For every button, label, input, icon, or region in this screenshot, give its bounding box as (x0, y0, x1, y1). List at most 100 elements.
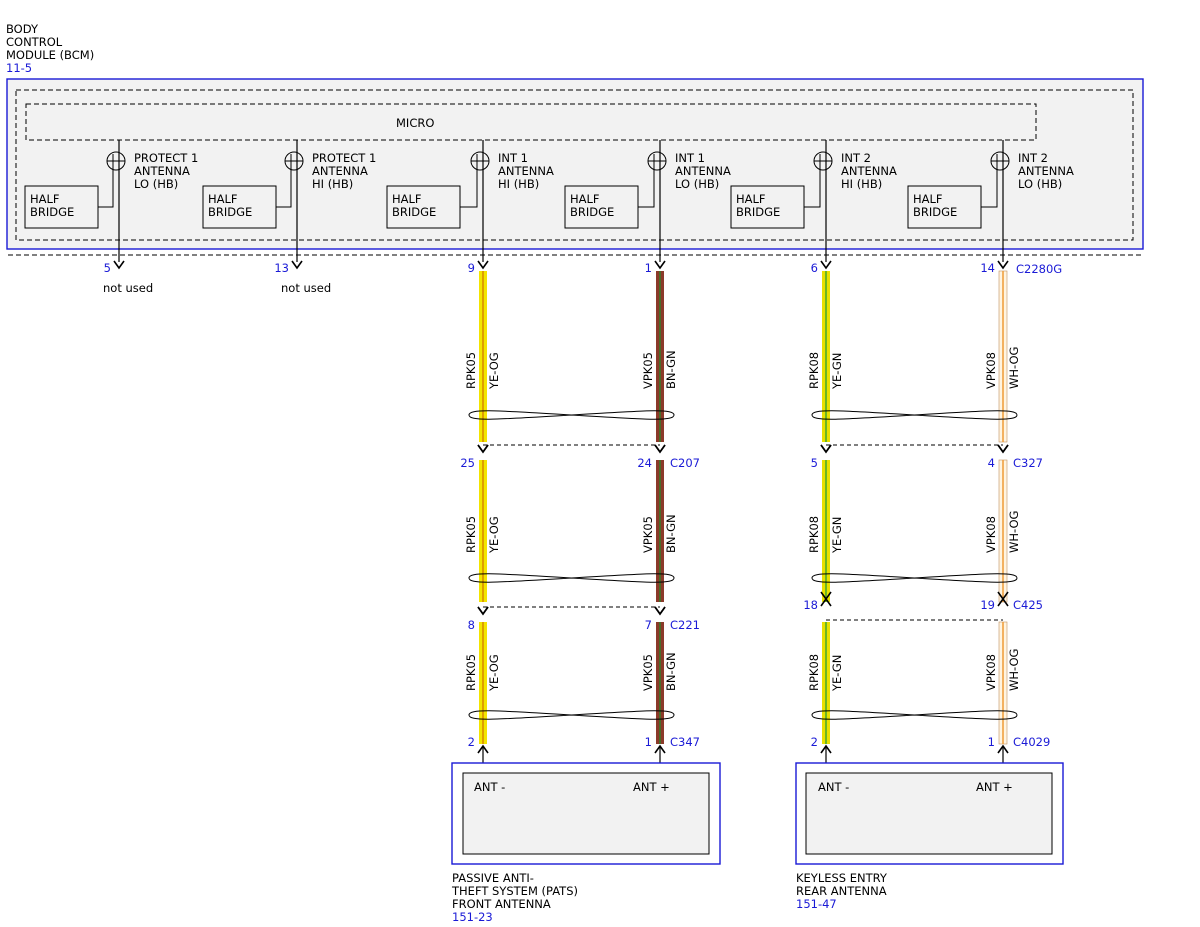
wire-color-label: YE-OG (487, 352, 501, 390)
pats-title-line-2: THEFT SYSTEM (PATS) (451, 884, 578, 898)
connector-id-label[interactable]: C207 (670, 456, 700, 470)
half-bridge-connection (981, 168, 998, 208)
bcm-title-line-1: BODY (6, 22, 39, 36)
wire-circuit-label: RPK05 (464, 516, 478, 553)
half-bridge-box (386, 185, 461, 229)
keyless-ant-plus-label: ANT + (976, 780, 1013, 794)
half-bridge-connection (276, 168, 292, 208)
wire-circuit-label: VPK05 (641, 654, 655, 691)
bcm-connector-label[interactable]: C2280G (1016, 262, 1062, 276)
wire-circuit-label: VPK08 (984, 352, 998, 389)
wire-circuit-label: RPK05 (464, 654, 478, 691)
pats-reference-link[interactable]: 151-23 (452, 910, 493, 924)
bcm-circuit-label-line-2: ANTENNA (675, 164, 731, 178)
bcm-circuit-label-line-3: LO (HB) (1018, 177, 1062, 191)
not-used-label: not used (103, 281, 153, 295)
bcm-circuit-label-line-2: ANTENNA (841, 164, 897, 178)
connector-pin-number: 25 (460, 456, 475, 470)
bcm-pin-number: 5 (104, 261, 111, 275)
half-bridge-label-line-2: BRIDGE (392, 205, 436, 219)
pin-arrow-icon (997, 260, 1009, 270)
not-used-label: not used (281, 281, 331, 295)
connector-pin-number: 8 (468, 618, 475, 632)
connector-pin-number: 5 (811, 456, 818, 470)
half-bridge-label-line-2: BRIDGE (570, 205, 614, 219)
bcm-pin-number: 9 (468, 261, 475, 275)
bcm-circuit-label-line-3: LO (HB) (675, 177, 719, 191)
connector-pin-number: 18 (803, 598, 818, 612)
twisted-pair-icon (468, 573, 675, 583)
bcm-title-line-2: CONTROL (6, 35, 63, 49)
wire-segment (479, 622, 487, 744)
wire-circuit-label: RPK08 (807, 352, 821, 389)
connector-pin-number: 2 (811, 735, 818, 749)
bcm-circuit-label-line-1: PROTECT 1 (312, 151, 376, 165)
wire-circuit-label: RPK08 (807, 516, 821, 553)
pats-ant-plus-label: ANT + (633, 780, 670, 794)
half-bridge-label-line-2: BRIDGE (208, 205, 252, 219)
connector-pin-number: 2 (468, 735, 475, 749)
half-bridge-connection (460, 168, 478, 208)
wire-color-label: YE-OG (487, 654, 501, 692)
connector-pin-number: 24 (637, 456, 652, 470)
bcm-reference-link[interactable]: 11-5 (6, 61, 32, 75)
half-bridge-connection (98, 168, 114, 208)
pats-antenna-inner-box (462, 772, 710, 855)
half-bridge-label-line-1: HALF (208, 192, 238, 206)
bcm-pin-number: 14 (980, 261, 995, 275)
pats-ant-minus-label: ANT - (474, 780, 505, 794)
connector-id-label[interactable]: C347 (670, 735, 700, 749)
twisted-pair-icon (811, 410, 1018, 420)
wire-color-label: BN-GN (664, 350, 678, 389)
wire-circuit-label: VPK08 (984, 516, 998, 553)
pin-arrow-down-icon (997, 444, 1009, 454)
connector-id-label[interactable]: C221 (670, 618, 700, 632)
bcm-circuit-label-line-2: ANTENNA (312, 164, 368, 178)
keyless-reference-link[interactable]: 151-47 (796, 897, 837, 911)
bcm-circuit-label-line-2: ANTENNA (134, 164, 190, 178)
wire-color-label: WH-OG (1007, 649, 1021, 691)
half-bridge-label-line-1: HALF (736, 192, 766, 206)
pin-arrow-down-icon (820, 591, 832, 601)
bcm-title-line-3: MODULE (BCM) (6, 48, 94, 62)
bcm-circuit-label-line-3: HI (HB) (312, 177, 353, 191)
connector-pin-number: 7 (645, 618, 652, 632)
bcm-circuit-label-line-1: INT 1 (498, 151, 528, 165)
keyless-title-line-1: KEYLESS ENTRY (796, 871, 888, 885)
half-bridge-box (730, 185, 805, 229)
pats-title-line-3: FRONT ANTENNA (452, 897, 551, 911)
connector-pin-number: 4 (988, 456, 995, 470)
pin-arrow-icon (654, 260, 666, 270)
half-bridge-box (202, 185, 277, 229)
half-bridge-label-line-2: BRIDGE (913, 205, 957, 219)
wire-segment (656, 460, 664, 602)
wire-circuit-label: VPK05 (641, 516, 655, 553)
pats-title-line-1: PASSIVE ANTI- (452, 871, 534, 885)
keyless-title-line-2: REAR ANTENNA (796, 884, 887, 898)
pin-arrow-icon (820, 260, 832, 270)
half-bridge-label-line-2: BRIDGE (30, 205, 74, 219)
wire-segment (998, 459, 1008, 603)
connector-id-label[interactable]: C4029 (1013, 735, 1050, 749)
wire-color-label: YE-GN (830, 655, 844, 692)
bcm-circuit-label-line-1: INT 1 (675, 151, 705, 165)
wire-color-label: BN-GN (664, 652, 678, 691)
wire-segment (998, 270, 1008, 443)
twisted-pair-icon (468, 410, 675, 420)
micro-box (25, 103, 1037, 141)
wire-circuit-label: VPK08 (984, 654, 998, 691)
connector-id-label[interactable]: C425 (1013, 598, 1043, 612)
bcm-internal-boundary (15, 89, 1134, 241)
pin-arrow-down-icon (477, 444, 489, 454)
wire-circuit-label: VPK05 (641, 352, 655, 389)
twisted-pair-icon (811, 573, 1018, 583)
connector-id-label[interactable]: C327 (1013, 456, 1043, 470)
half-bridge-label-line-1: HALF (30, 192, 60, 206)
